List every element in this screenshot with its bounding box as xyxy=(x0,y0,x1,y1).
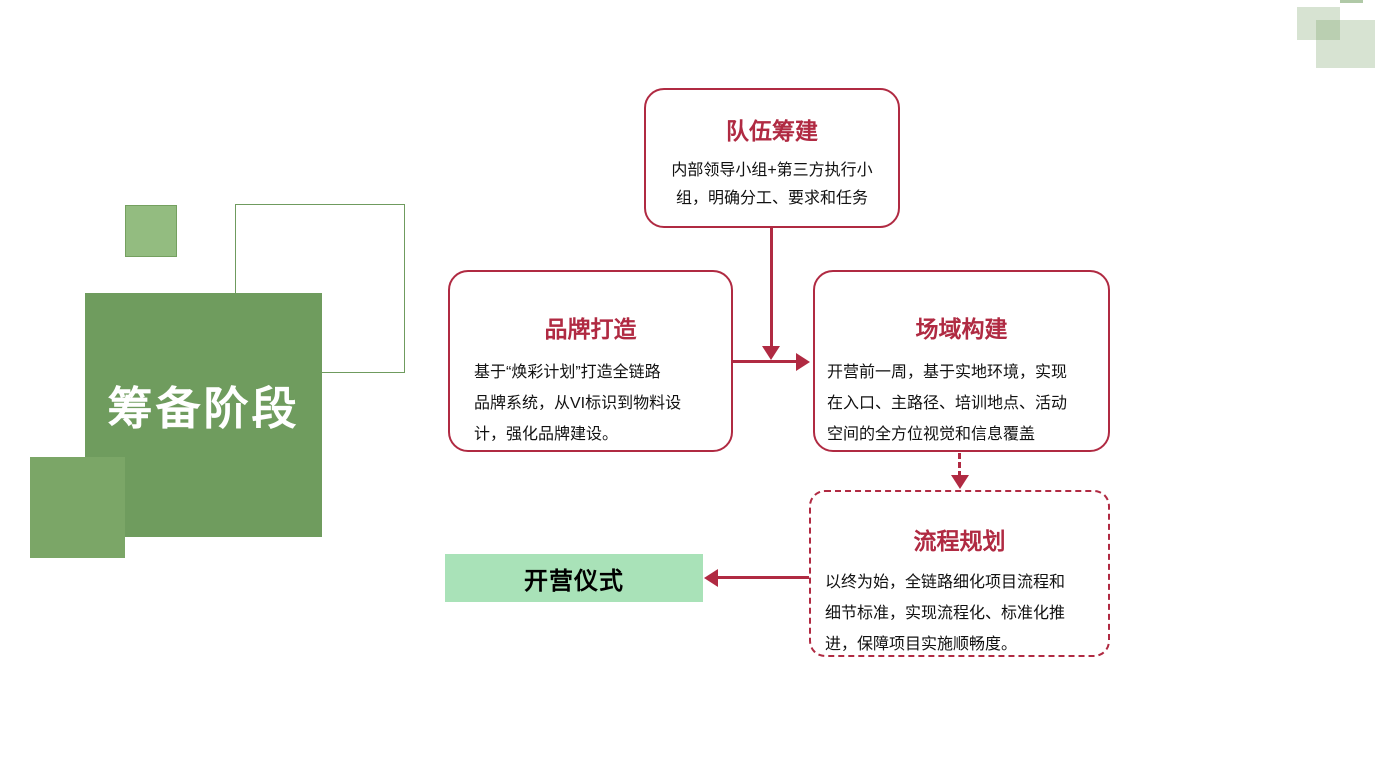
arrow-team-to-venue-line xyxy=(770,228,773,348)
ceremony-label: 开营仪式 xyxy=(524,567,624,595)
flow-box-venue-title: 场域构建 xyxy=(915,316,1008,342)
flow-box-brand: 品牌打造 基于“焕彩计划”打造全链路 品牌系统，从VI标识到物料设 计，强化品牌… xyxy=(448,270,733,452)
stage-title: 筹备阶段 xyxy=(107,382,300,434)
flow-box-process: 流程规划 以终为始，全链路细化项目流程和 细节标准，实现流程化、标准化推 进，保… xyxy=(809,490,1110,657)
decor-small-square-bottom xyxy=(30,457,125,558)
decor-topright-strip xyxy=(1340,0,1363,3)
flow-box-process-body: 以终为始，全链路细化项目流程和 细节标准，实现流程化、标准化推 进，保障项目实施… xyxy=(825,574,1066,653)
arrow-left-icon xyxy=(704,569,718,587)
flow-box-venue: 场域构建 开营前一周，基于实地环境，实现 在入口、主路径、培训地点、活动 空间的… xyxy=(813,270,1110,452)
decor-topright-square-a xyxy=(1297,7,1340,40)
flow-box-team: 队伍筹建 内部领导小组+第三方执行小 组，明确分工、要求和任务 xyxy=(644,88,900,228)
flow-box-brand-title: 品牌打造 xyxy=(544,316,637,342)
arrow-brand-to-venue-line xyxy=(733,360,798,363)
flow-box-brand-body: 基于“焕彩计划”打造全链路 品牌系统，从VI标识到物料设 计，强化品牌建设。 xyxy=(474,364,682,443)
arrow-venue-to-process-dashed-line xyxy=(958,453,961,477)
ceremony-box: 开营仪式 xyxy=(445,554,703,602)
flow-box-process-title: 流程规划 xyxy=(913,528,1006,554)
flow-box-team-title: 队伍筹建 xyxy=(726,118,818,144)
decor-small-square-top xyxy=(125,205,177,257)
flow-box-team-body: 内部领导小组+第三方执行小 组，明确分工、要求和任务 xyxy=(671,162,873,207)
flow-box-venue-body: 开营前一周，基于实地环境，实现 在入口、主路径、培训地点、活动 空间的全方位视觉… xyxy=(827,364,1068,443)
decor-topright-square-b xyxy=(1316,20,1375,68)
arrow-down-icon xyxy=(762,346,780,360)
arrow-right-icon xyxy=(796,353,810,371)
arrow-process-to-ceremony-line xyxy=(718,576,809,579)
arrow-down-icon xyxy=(951,475,969,489)
